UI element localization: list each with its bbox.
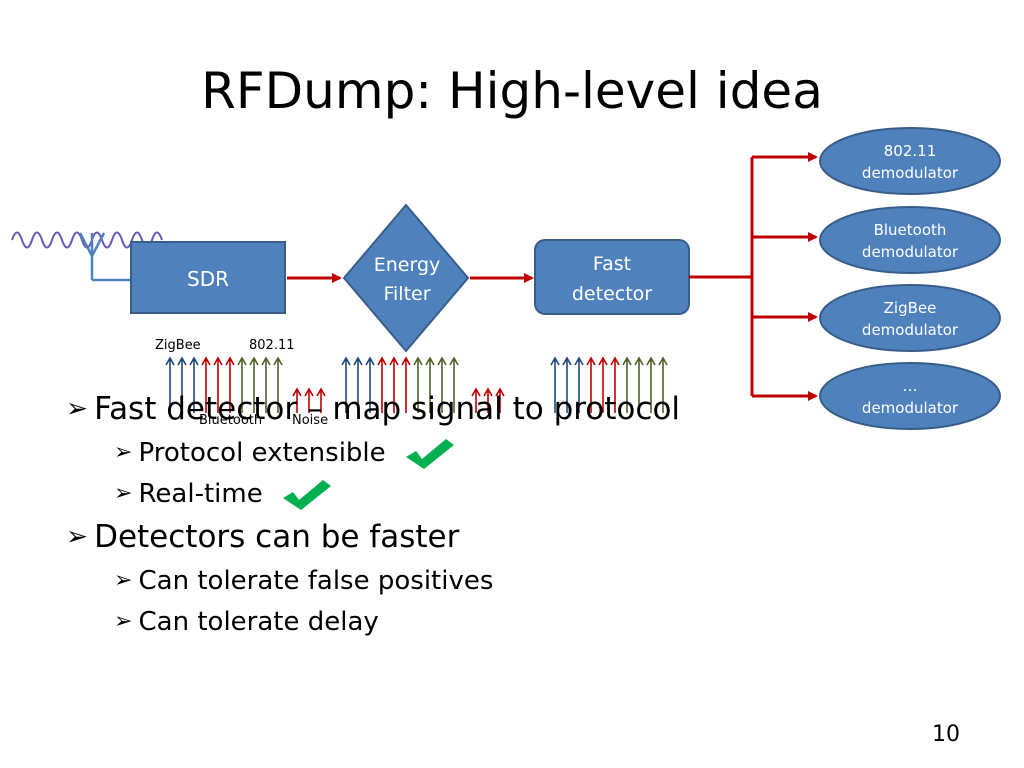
signal-arrow bbox=[292, 387, 302, 413]
signal-arrow bbox=[598, 356, 608, 413]
signal-arrow bbox=[316, 387, 326, 413]
arrowhead-bullet-icon: ➢ bbox=[66, 394, 89, 424]
bullet-text: Protocol extensible bbox=[138, 438, 386, 468]
signal-arrow bbox=[401, 356, 411, 413]
signal-arrow bbox=[634, 356, 644, 413]
bullet-list: ➢Fast detector – map signal to protocol➢… bbox=[66, 384, 680, 646]
signal-arrow bbox=[201, 356, 211, 413]
signal-arrow bbox=[237, 356, 247, 413]
arrowhead-bullet-icon: ➢ bbox=[114, 480, 133, 506]
signal-arrow bbox=[413, 356, 423, 413]
energy-filter-label-2: Filter bbox=[383, 283, 430, 305]
signal-arrow bbox=[389, 356, 399, 413]
signal-arrow bbox=[449, 356, 459, 413]
demux-branches bbox=[689, 152, 818, 401]
signal-arrow bbox=[249, 356, 259, 413]
green-checkmark-icon bbox=[282, 479, 331, 510]
signal-arrow bbox=[586, 356, 596, 413]
signal-arrow bbox=[622, 356, 632, 413]
arrowhead-bullet-icon: ➢ bbox=[66, 522, 89, 552]
energy-filter-diamond bbox=[342, 203, 470, 353]
slide-title: RFDump: High-level idea bbox=[201, 62, 823, 120]
wifi-signal-label: 802.11 bbox=[249, 338, 295, 353]
svg-text:802.11: 802.11 bbox=[884, 142, 937, 160]
svg-text:…: … bbox=[903, 377, 918, 395]
signal-arrow bbox=[562, 356, 572, 413]
signal-arrow bbox=[165, 356, 175, 413]
demodulator-other: … demodulator bbox=[819, 362, 1001, 430]
sdr-label: SDR bbox=[187, 267, 229, 291]
arrowhead-bullet-icon: ➢ bbox=[114, 567, 133, 593]
signal-arrow bbox=[273, 356, 283, 413]
bullet-item: ➢Detectors can be faster bbox=[66, 518, 680, 558]
signal-arrow bbox=[377, 356, 387, 413]
svg-text:demodulator: demodulator bbox=[862, 321, 959, 339]
signal-arrow bbox=[177, 356, 187, 413]
svg-text:demodulator: demodulator bbox=[862, 164, 959, 182]
svg-text:demodulator: demodulator bbox=[862, 399, 959, 417]
signal-arrow bbox=[353, 356, 363, 413]
bullet-item: ➢Real-time bbox=[114, 477, 680, 512]
antenna-icon bbox=[11, 231, 163, 282]
signal-arrow bbox=[341, 356, 351, 413]
arrowhead-bullet-icon: ➢ bbox=[114, 608, 133, 634]
signal-arrow bbox=[550, 356, 560, 413]
signal-arrow bbox=[610, 356, 620, 413]
bluetooth-signal-label: Bluetooth bbox=[199, 413, 262, 428]
signal-arrow bbox=[365, 356, 375, 413]
signal-arrow bbox=[646, 356, 656, 413]
fast-detector-label-2: detector bbox=[572, 283, 652, 305]
signal-arrow bbox=[225, 356, 235, 413]
bullet-item: ➢Can tolerate delay bbox=[114, 605, 680, 640]
energy-filter-label-1: Energy bbox=[374, 254, 441, 276]
signal-arrow-groups bbox=[165, 356, 668, 413]
bullet-text: Detectors can be faster bbox=[94, 519, 460, 555]
signal-arrow bbox=[304, 387, 314, 413]
bullet-text: Fast detector – map signal to protocol bbox=[94, 391, 681, 427]
signal-arrow bbox=[471, 387, 481, 413]
signal-arrow bbox=[425, 356, 435, 413]
signal-arrow bbox=[658, 356, 668, 413]
arrowhead-bullet-icon: ➢ bbox=[114, 439, 133, 465]
sdr-box bbox=[130, 241, 286, 314]
signal-arrow bbox=[261, 356, 271, 413]
bullet-text: Can tolerate delay bbox=[138, 607, 379, 637]
signal-arrow bbox=[189, 356, 199, 413]
demodulator-80211: 802.11 demodulator bbox=[819, 127, 1001, 195]
green-checkmark-icon bbox=[405, 438, 454, 469]
svg-text:demodulator: demodulator bbox=[862, 243, 959, 261]
signal-arrow bbox=[213, 356, 223, 413]
bullet-text: Real-time bbox=[138, 479, 263, 509]
svg-text:ZigBee: ZigBee bbox=[884, 299, 937, 317]
page-number: 10 bbox=[932, 722, 960, 747]
noise-signal-label: Noise bbox=[292, 413, 328, 428]
zigbee-signal-label: ZigBee bbox=[155, 338, 201, 353]
demodulator-zigbee: ZigBee demodulator bbox=[819, 284, 1001, 352]
bullet-item: ➢Can tolerate false positives bbox=[114, 564, 680, 599]
signal-arrow bbox=[574, 356, 584, 413]
bullet-item: ➢Fast detector – map signal to protocol bbox=[66, 390, 680, 430]
fast-detector-label-1: Fast bbox=[593, 253, 631, 275]
demodulator-bluetooth: Bluetooth demodulator bbox=[819, 206, 1001, 274]
svg-text:Bluetooth: Bluetooth bbox=[874, 221, 947, 239]
bullet-text: Can tolerate false positives bbox=[138, 566, 494, 596]
signal-arrow bbox=[495, 387, 505, 413]
signal-arrow bbox=[437, 356, 447, 413]
bullet-item: ➢Protocol extensible bbox=[114, 436, 680, 471]
signal-arrow bbox=[483, 387, 493, 413]
